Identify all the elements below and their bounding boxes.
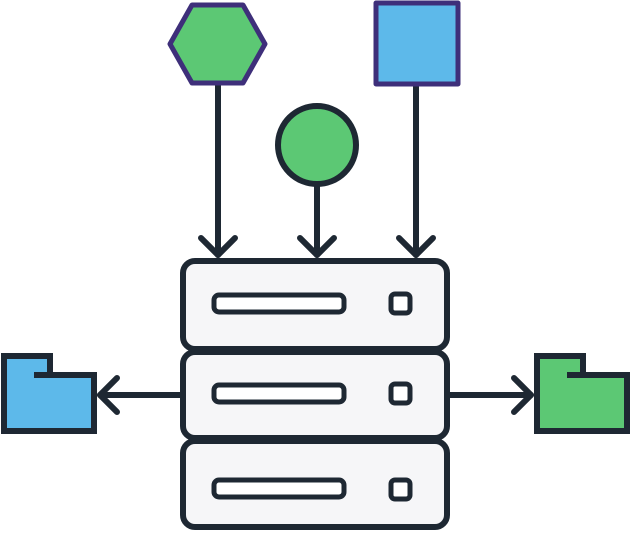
output-connectors (97, 375, 534, 415)
server-unit-top (180, 258, 450, 352)
folder-right (534, 353, 630, 434)
square-icon (373, 0, 461, 87)
server-indicator-light (388, 477, 413, 502)
server-drive-slot (211, 477, 347, 500)
arrow-down-icon (297, 235, 337, 258)
connector-circle (297, 181, 337, 258)
connector-hexagon (198, 81, 238, 258)
server-unit-bottom (180, 438, 450, 530)
folder-icon (1, 353, 97, 434)
server-icon (180, 258, 450, 530)
connector-square (396, 81, 436, 258)
arrow-left-icon (97, 375, 120, 415)
server-indicator-light (388, 291, 413, 316)
hexagon-icon (167, 2, 268, 86)
folder-left (1, 353, 97, 434)
server-indicator-light (388, 381, 413, 406)
connector-left-folder (97, 375, 186, 415)
connector-right-folder (444, 375, 534, 415)
arrow-down-icon (396, 235, 436, 258)
output-folders (1, 353, 630, 434)
circle-icon (275, 103, 359, 187)
server-unit-middle (180, 349, 450, 441)
server-drive-slot (211, 382, 347, 405)
input-shapes (167, 0, 461, 187)
arrow-down-icon (198, 235, 238, 258)
folder-icon (534, 353, 630, 434)
server-drive-slot (211, 292, 347, 315)
input-connectors (198, 81, 436, 258)
arrow-right-icon (511, 375, 534, 415)
